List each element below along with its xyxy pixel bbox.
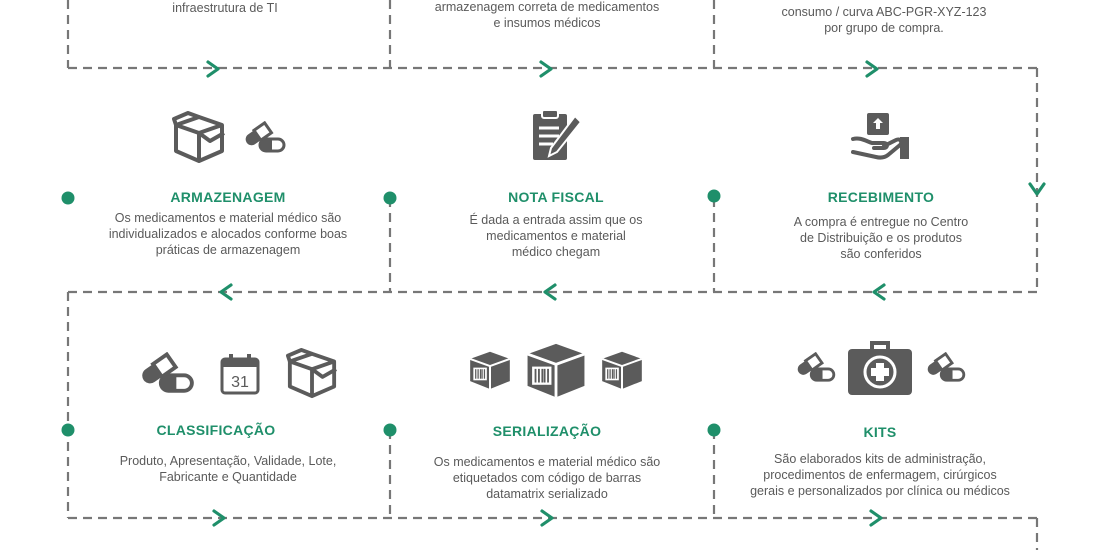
first-aid-kit-icon xyxy=(848,341,912,395)
desc-line: práticas de armazenagem xyxy=(155,243,301,257)
pills-icon xyxy=(927,352,966,382)
step-dot xyxy=(707,189,721,203)
desc-line: procedimentos de enfermagem, cirúrgicos xyxy=(763,468,997,482)
arrow-right-icon xyxy=(865,60,879,78)
recebimento-icons xyxy=(731,104,1031,168)
kits-icons xyxy=(730,336,1030,400)
barcode-box-small-icon xyxy=(469,351,511,390)
step-description-nota-fiscal: É dada a entrada assim que os medicament… xyxy=(406,212,706,260)
arrow-right-icon xyxy=(539,60,553,78)
desc-line: armazenagem correta de medicamentos xyxy=(434,0,660,14)
desc-line: datamatrix serializado xyxy=(486,487,608,501)
desc-line: É dada a entrada assim que os xyxy=(469,213,643,227)
step-description-armazenagem: Os medicamentos e material médico são in… xyxy=(78,210,378,258)
desc-line: gerais e personalizados por clínica ou m… xyxy=(750,484,1010,498)
step-dot xyxy=(61,191,75,205)
desc-line: são conferidos xyxy=(840,247,922,261)
step-description-recebimento: A compra é entregue no Centro de Distrib… xyxy=(731,214,1031,262)
desc-line: Fabricante e Quantidade xyxy=(159,470,297,484)
step-dot xyxy=(383,191,397,205)
open-box-icon xyxy=(172,111,225,163)
arrow-right-icon xyxy=(540,509,554,527)
step-description-serializacao: Os medicamentos e material médico são et… xyxy=(397,454,697,502)
step-title-armazenagem: ARMAZENAGEM xyxy=(170,189,286,205)
top-description-col1: infraestrutura de TI xyxy=(75,0,375,16)
arrow-left-icon xyxy=(872,283,886,301)
step-dot xyxy=(707,423,721,437)
pills-icon xyxy=(245,121,286,153)
arrow-right-icon xyxy=(869,509,883,527)
desc-line: A compra é entregue no Centro xyxy=(793,215,969,229)
desc-line: individualizados e alocados conforme boa… xyxy=(108,227,348,241)
hand-package-icon xyxy=(851,113,909,160)
step-title-serializacao: SERIALIZAÇÃO xyxy=(492,423,602,439)
open-box-icon xyxy=(286,348,338,399)
desc-line: de Distribuição e os produtos xyxy=(800,231,962,245)
barcode-box-small-icon xyxy=(601,351,643,390)
top-description-col3: consumo / curva ABC-PGR-XYZ-123 por grup… xyxy=(734,4,1034,36)
pills-icon xyxy=(797,352,836,382)
desc-line: por grupo de compra. xyxy=(824,21,944,35)
desc-line: medicamentos e material xyxy=(486,229,626,243)
arrow-right-icon xyxy=(206,60,220,78)
top-description-col2: armazenagem correta de medicamentos e in… xyxy=(397,0,697,31)
desc-line: consumo / curva ABC-PGR-XYZ-123 xyxy=(781,5,987,19)
desc-line: Os medicamentos e material médico são xyxy=(114,211,342,225)
step-title-recebimento: RECEBIMENTO xyxy=(827,189,935,205)
pills-icon xyxy=(142,352,194,393)
arrow-down-icon xyxy=(1028,182,1046,196)
step-title-classificacao: CLASSIFICAÇÃO xyxy=(156,422,276,438)
desc-line: etiquetados com código de barras xyxy=(452,471,642,485)
classificacao-icons: 31 xyxy=(88,342,388,406)
clipboard-pen-icon xyxy=(533,109,583,160)
step-description-classificacao: Produto, Apresentação, Validade, Lote, F… xyxy=(78,453,378,485)
arrow-right-icon xyxy=(212,509,226,527)
barcode-box-large-icon xyxy=(527,343,585,398)
calendar-day: 31 xyxy=(231,374,249,391)
desc-line: e insumos médicos xyxy=(493,16,601,30)
step-description-kits: São elaborados kits de administração, pr… xyxy=(730,451,1030,499)
desc-line: médico chegam xyxy=(511,245,601,259)
desc-line: infraestrutura de TI xyxy=(172,1,278,15)
desc-line: São elaborados kits de administração, xyxy=(774,452,986,466)
nota-fiscal-icons xyxy=(406,104,706,168)
calendar-icon: 31 xyxy=(220,354,260,395)
step-title-kits: KITS xyxy=(863,424,897,440)
arrow-left-icon xyxy=(219,283,233,301)
serializacao-icons xyxy=(406,338,706,402)
desc-line: Os medicamentos e material médico são xyxy=(433,455,661,469)
armazenagem-icons xyxy=(78,106,378,170)
step-title-nota-fiscal: NOTA FISCAL xyxy=(508,189,604,205)
step-dot xyxy=(383,423,397,437)
desc-line: Produto, Apresentação, Validade, Lote, xyxy=(119,454,337,468)
arrow-left-icon xyxy=(543,283,557,301)
step-dot xyxy=(61,423,75,437)
